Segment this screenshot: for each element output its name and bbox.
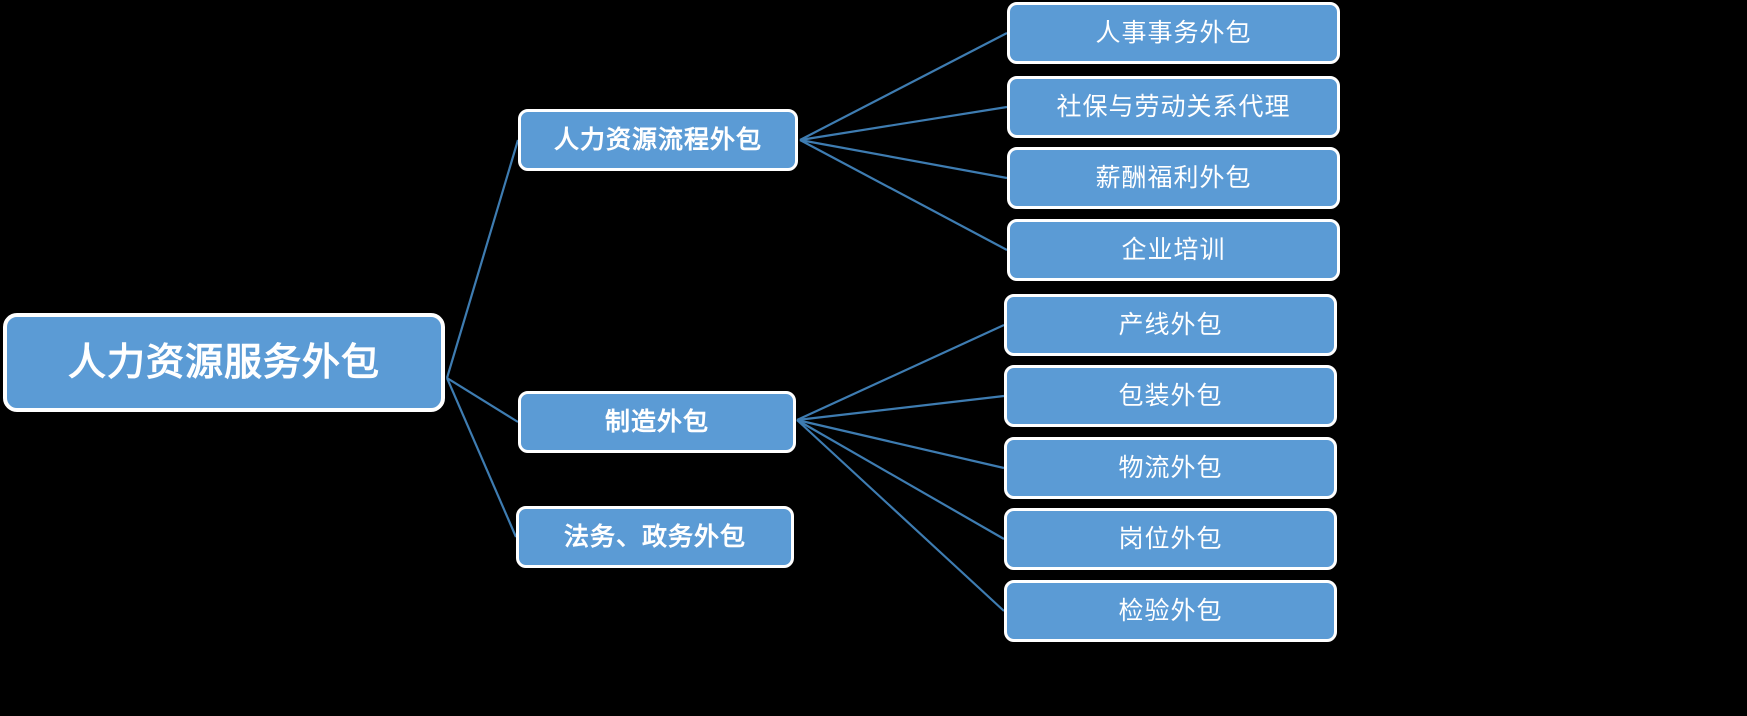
connector-branch-0-to-leaf-2 <box>799 138 1008 180</box>
leaf-node-0-2-label: 薪酬福利外包 <box>1095 163 1252 193</box>
leaf-node-0-0-label: 人事事务外包 <box>1095 18 1252 48</box>
leaf-node-0-1[interactable]: 社保与劳动关系代理 <box>1007 76 1340 138</box>
connector-branch-1-to-leaf-0 <box>796 324 1005 421</box>
connector-branch-1-to-leaf-1 <box>796 394 1005 422</box>
connector-branch-0-to-leaf-3 <box>799 139 1008 251</box>
branch-node-2[interactable]: 法务、政务外包 <box>516 506 794 568</box>
connector-root-to-branch-1 <box>446 377 519 423</box>
connector-branch-0-to-leaf-0 <box>799 32 1008 141</box>
connector-branch-1-to-leaf-2 <box>796 418 1005 470</box>
root-node[interactable]: 人力资源服务外包 <box>3 313 445 412</box>
branch-node-1[interactable]: 制造外包 <box>518 391 796 453</box>
leaf-node-1-1-label: 包装外包 <box>1118 381 1223 411</box>
leaf-node-0-3-label: 企业培训 <box>1121 235 1226 265</box>
connector-root-to-branch-2 <box>445 377 518 538</box>
connector-branch-1-to-leaf-3 <box>796 419 1005 540</box>
leaf-node-1-4[interactable]: 检验外包 <box>1004 580 1337 642</box>
leaf-node-1-0-label: 产线外包 <box>1118 310 1223 340</box>
leaf-node-1-3-label: 岗位外包 <box>1118 524 1223 554</box>
connector-branch-0-to-leaf-1 <box>799 105 1008 142</box>
leaf-node-1-4-label: 检验外包 <box>1118 596 1223 626</box>
leaf-node-1-3[interactable]: 岗位外包 <box>1004 508 1337 570</box>
leaf-node-1-2[interactable]: 物流外包 <box>1004 437 1337 499</box>
branch-node-0-label: 人力资源流程外包 <box>553 125 762 155</box>
root-node-label: 人力资源服务外包 <box>67 339 380 384</box>
connector-branch-1-to-leaf-4 <box>796 419 1005 612</box>
branch-node-0[interactable]: 人力资源流程外包 <box>518 109 798 171</box>
leaf-node-0-1-label: 社保与劳动关系代理 <box>1056 92 1291 122</box>
connector-root-to-branch-0 <box>445 139 520 379</box>
leaf-node-1-0[interactable]: 产线外包 <box>1004 294 1337 356</box>
leaf-node-1-1[interactable]: 包装外包 <box>1004 365 1337 427</box>
leaf-node-1-2-label: 物流外包 <box>1118 453 1223 483</box>
branch-node-2-label: 法务、政务外包 <box>563 522 746 552</box>
leaf-node-0-2[interactable]: 薪酬福利外包 <box>1007 147 1340 209</box>
branch-node-1-label: 制造外包 <box>604 407 709 437</box>
leaf-node-0-0[interactable]: 人事事务外包 <box>1007 2 1340 64</box>
leaf-node-0-3[interactable]: 企业培训 <box>1007 219 1340 281</box>
